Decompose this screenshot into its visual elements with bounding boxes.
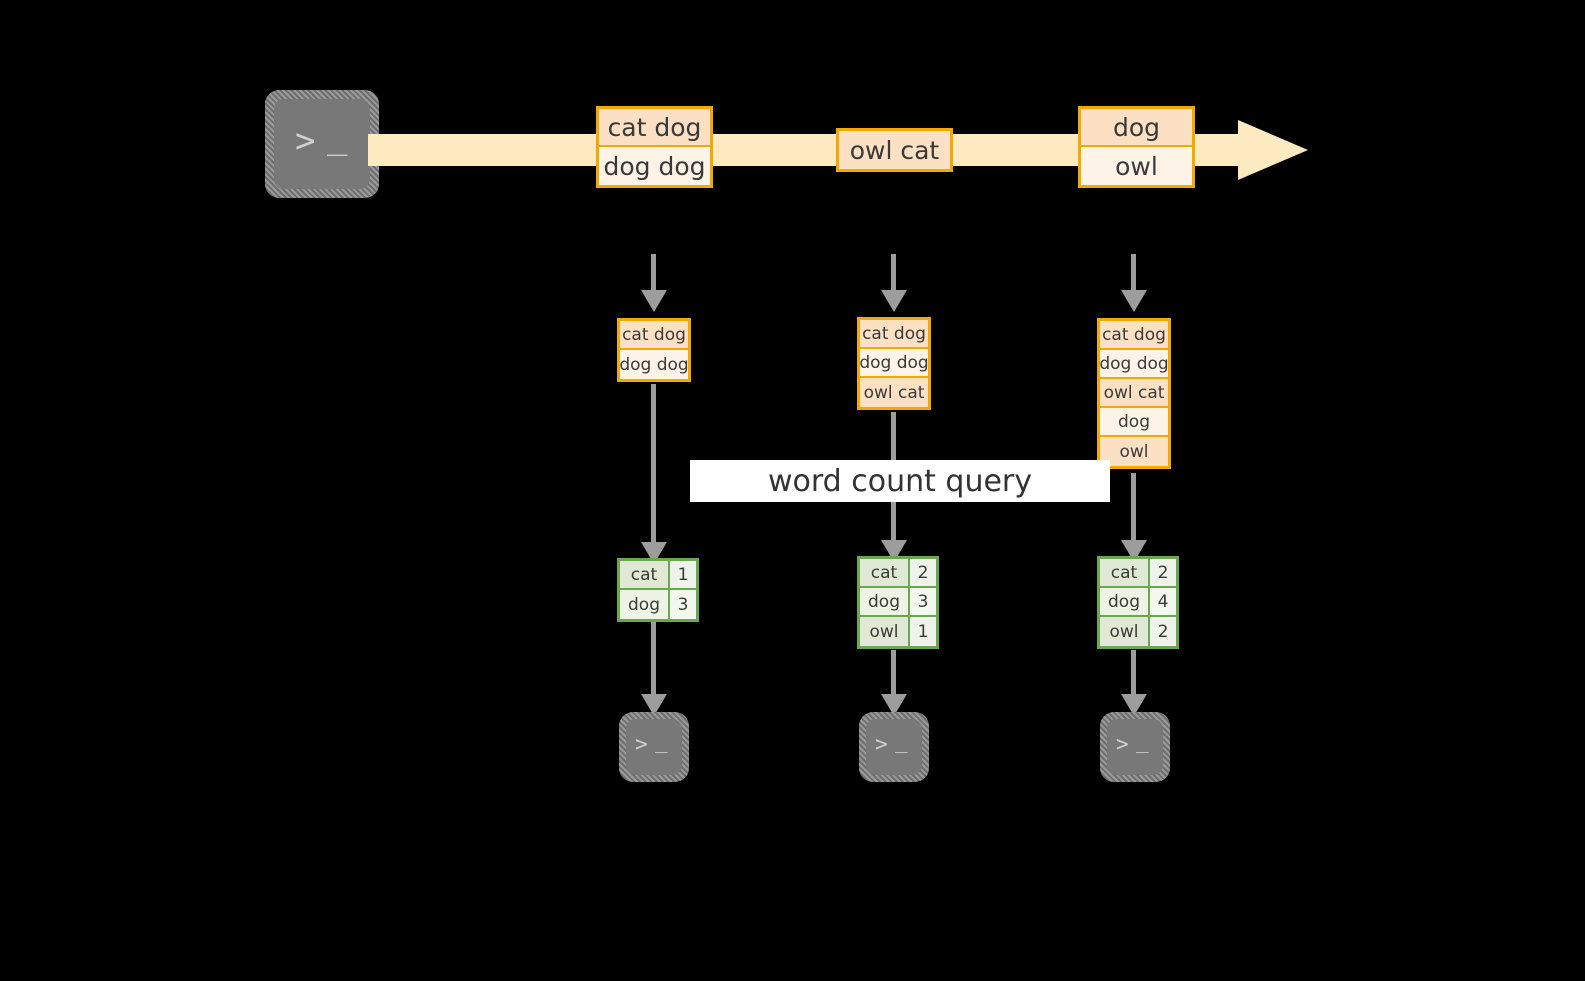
- result-table-2: cat 2 dog 3 owl 1: [857, 556, 939, 649]
- result-to-sink-arrowhead-2: [881, 694, 907, 716]
- input-to-result-connector-3: [1131, 473, 1136, 540]
- result-to-sink-arrowhead-1: [641, 694, 667, 716]
- table-row: dog 3: [620, 590, 696, 619]
- word-cell: cat: [620, 561, 670, 588]
- count-cell: 2: [1150, 617, 1176, 646]
- table-row: owl 2: [1100, 617, 1176, 646]
- table-row: dog 3: [860, 588, 936, 617]
- terminal-cursor-glyph: _: [895, 729, 908, 753]
- input-row: dog dog: [859, 349, 929, 378]
- query-label-band: word count query: [690, 460, 1110, 502]
- terminal-cursor-glyph: _: [1136, 729, 1149, 753]
- stream-batch-2: owl cat: [836, 128, 953, 172]
- sink-terminal-icon-2: > _: [859, 712, 929, 782]
- result-to-sink-connector-3: [1131, 650, 1136, 704]
- count-cell: 3: [670, 590, 696, 619]
- terminal-cursor-glyph: _: [327, 117, 348, 157]
- terminal-cursor-glyph: _: [655, 729, 668, 753]
- count-cell: 1: [670, 561, 696, 588]
- input-table-3: cat dog dog dog owl cat dog owl: [1097, 318, 1171, 469]
- result-table-1: cat 1 dog 3: [617, 558, 699, 622]
- table-row: cat 1: [620, 561, 696, 590]
- input-row: owl cat: [1100, 379, 1168, 408]
- word-cell: cat: [1100, 559, 1150, 586]
- source-terminal-icon: > _: [265, 90, 379, 198]
- table-row: cat 2: [1100, 559, 1176, 588]
- stream-batch-1: cat dog dog dog: [596, 106, 713, 188]
- result-to-sink-connector-2: [891, 650, 896, 704]
- input-row: owl cat: [860, 378, 928, 407]
- stream-batch-line: dog dog: [599, 147, 710, 185]
- terminal-screen: [626, 719, 682, 775]
- input-table-1: cat dog dog dog: [617, 318, 691, 382]
- count-cell: 3: [910, 588, 936, 615]
- input-row: cat dog: [620, 321, 688, 350]
- word-cell: dog: [620, 590, 670, 619]
- terminal-prompt-glyph: >: [635, 732, 648, 756]
- word-cell: dog: [860, 588, 910, 615]
- result-to-sink-arrowhead-3: [1121, 694, 1147, 716]
- word-cell: owl: [860, 617, 910, 646]
- terminal-screen: [274, 99, 370, 189]
- count-cell: 2: [1150, 559, 1176, 586]
- result-to-sink-connector-1: [651, 622, 656, 704]
- stream-batch-3: dog owl: [1078, 106, 1195, 188]
- word-cell: dog: [1100, 588, 1150, 615]
- terminal-prompt-glyph: >: [1116, 732, 1129, 756]
- input-row: dog dog: [619, 350, 689, 379]
- stream-to-input-arrowhead-1: [641, 290, 667, 312]
- stream-batch-line: owl: [1081, 147, 1192, 185]
- stream-batch-line: cat dog: [599, 109, 710, 147]
- table-row: dog 4: [1100, 588, 1176, 617]
- input-row: dog dog: [1099, 350, 1169, 379]
- table-row: owl 1: [860, 617, 936, 646]
- stream-to-input-arrowhead-2: [881, 290, 907, 312]
- terminal-screen: [1107, 719, 1163, 775]
- count-cell: 4: [1150, 588, 1176, 615]
- input-to-result-connector-1: [651, 384, 656, 542]
- count-cell: 2: [910, 559, 936, 586]
- input-row: dog: [1100, 408, 1168, 437]
- input-row: owl: [1100, 437, 1168, 466]
- terminal-prompt-glyph: >: [875, 732, 888, 756]
- input-row: cat dog: [860, 320, 928, 349]
- stream-to-input-connector-3: [1131, 254, 1136, 290]
- word-cell: cat: [860, 559, 910, 586]
- word-cell: owl: [1100, 617, 1150, 646]
- result-table-3: cat 2 dog 4 owl 2: [1097, 556, 1179, 649]
- terminal-prompt-glyph: >: [295, 121, 316, 161]
- sink-terminal-icon-3: > _: [1100, 712, 1170, 782]
- sink-terminal-icon-1: > _: [619, 712, 689, 782]
- stream-to-input-arrowhead-3: [1121, 290, 1147, 312]
- count-cell: 1: [910, 617, 936, 646]
- input-row: cat dog: [1100, 321, 1168, 350]
- stream-batch-line: owl cat: [839, 131, 950, 169]
- query-label-text: word count query: [767, 463, 1033, 499]
- stream-to-input-connector-2: [891, 254, 896, 290]
- input-table-2: cat dog dog dog owl cat: [857, 317, 931, 410]
- terminal-screen: [866, 719, 922, 775]
- table-row: cat 2: [860, 559, 936, 588]
- stream-to-input-connector-1: [651, 254, 656, 290]
- stream-batch-line: dog: [1081, 109, 1192, 147]
- arrow-head: [1238, 120, 1308, 180]
